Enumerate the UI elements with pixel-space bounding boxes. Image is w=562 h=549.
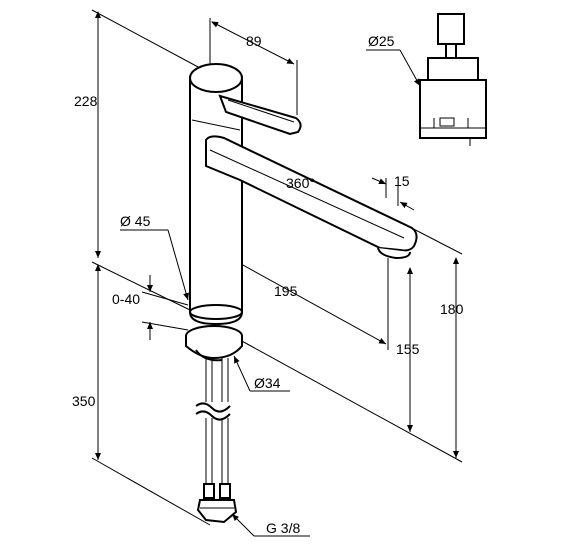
- dim-hole-diameter: Ø34: [233, 355, 290, 392]
- faucet-body: [185, 63, 418, 362]
- dim-total-height-label: 228: [74, 93, 98, 109]
- dim-connection-label: G 3/8: [266, 520, 300, 536]
- dim-deck-thickness-label: 0-40: [112, 291, 140, 307]
- dim-spout-width: 15: [371, 173, 415, 211]
- dim-spout-height-label: 180: [440, 301, 464, 317]
- dim-spout-height: 180: [239, 221, 464, 463]
- dim-outlet-height-label: 155: [396, 341, 420, 357]
- dim-outlet-height: 155: [396, 267, 420, 432]
- dim-cartridge-diameter-label: Ø25: [368, 33, 395, 49]
- dim-base-diameter: Ø 45: [120, 213, 189, 301]
- dim-connection: G 3/8: [231, 513, 310, 537]
- dim-total-height: 228: [74, 9, 201, 258]
- dim-spout-width-label: 15: [394, 173, 410, 189]
- dim-lever-length-label: 89: [246, 33, 262, 49]
- dim-deck-thickness: 0-40: [112, 275, 189, 340]
- dim-spout-reach-label: 195: [274, 283, 298, 299]
- hoses: [195, 358, 238, 524]
- dim-base-diameter-label: Ø 45: [120, 213, 151, 229]
- dim-lever-length: 89: [209, 18, 298, 115]
- dim-hose-length: 350: [72, 261, 211, 526]
- dim-rotation-label: 360°: [286, 175, 315, 191]
- cartridge-detail: Ø25: [366, 13, 487, 146]
- dim-hose-length-label: 350: [72, 393, 96, 409]
- dim-hole-diameter-label: Ø34: [254, 375, 281, 391]
